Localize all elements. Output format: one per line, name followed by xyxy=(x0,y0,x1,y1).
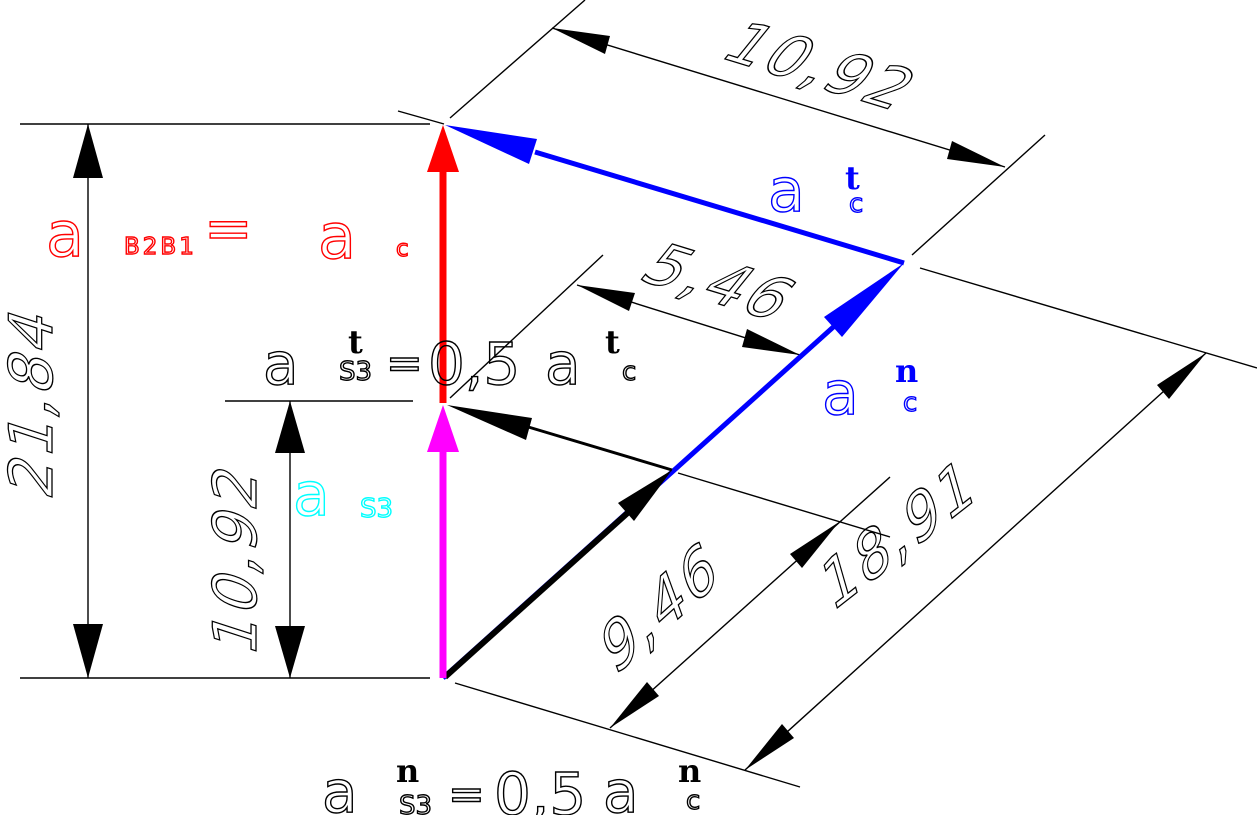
label-a2: a xyxy=(603,758,639,815)
label-a2: a xyxy=(545,330,581,398)
arrowhead-down-icon xyxy=(275,626,305,678)
label-sub: B2B1 xyxy=(124,234,197,260)
label-sub2: c xyxy=(686,786,700,815)
label-a: a xyxy=(46,198,84,271)
dim-text: 10,92 xyxy=(200,454,270,664)
label-sub: S3 xyxy=(399,791,432,815)
arrowhead-down-icon xyxy=(73,624,103,678)
label-c-tangential: a t c xyxy=(767,155,864,226)
dim-text: 18,91 xyxy=(815,440,983,628)
label-sub: c xyxy=(903,388,917,418)
label-a: a xyxy=(293,460,330,530)
label-equals: = xyxy=(448,769,485,815)
label-c-normal: a n c xyxy=(821,352,918,430)
ext-line-c-stub xyxy=(397,110,445,125)
ext-line-s3-oblique xyxy=(449,254,604,399)
vector-anc-arrowhead-icon xyxy=(824,263,904,337)
dim-total-vertical: 21,84 xyxy=(0,124,103,678)
dim-half-vertical: 10,92 xyxy=(200,401,305,678)
label-a: a xyxy=(263,330,299,398)
label-coef: 0,5 xyxy=(494,760,586,815)
label-sup: t xyxy=(845,159,860,197)
label-sub: c xyxy=(849,189,863,219)
label-s3-tangential: a t S3 = 0,5 a t c xyxy=(262,323,637,399)
arrowhead-upright-icon xyxy=(790,522,839,568)
dim-normal-full: 18,91 xyxy=(744,352,1207,771)
dim-text: 9,46 xyxy=(593,523,727,692)
label-sup2: t xyxy=(605,323,620,361)
label-a: a xyxy=(822,359,859,429)
vector-ats3-arrowhead-icon xyxy=(447,405,532,440)
label-s3: a S3 xyxy=(292,459,393,530)
label-sub: S3 xyxy=(360,494,393,524)
arrowhead-upleft-icon xyxy=(552,28,610,54)
dim-line xyxy=(551,27,1006,168)
arrowhead-downright-icon xyxy=(742,329,800,355)
vector-ats3-shaft xyxy=(524,424,673,472)
vectors xyxy=(427,125,905,680)
label-a: a xyxy=(768,156,805,226)
arrowhead-upleft-icon xyxy=(577,285,635,311)
ext-line-c-oblique xyxy=(449,0,586,119)
arrowhead-downleft-icon xyxy=(745,724,794,770)
vector-atc-arrowhead-icon xyxy=(445,125,537,164)
dim-text: 21,84 xyxy=(0,297,67,507)
dim-text: 5,46 xyxy=(627,232,814,333)
arrowhead-downright-icon xyxy=(947,141,1005,167)
arrowhead-upright-icon xyxy=(1157,353,1206,399)
ext-line-n-upper xyxy=(911,134,1046,256)
ext-line-pole-oblique xyxy=(454,682,801,788)
label-coef: 0,5 xyxy=(428,330,520,398)
label-s3-normal: a n S3 = 0,5 a n c xyxy=(321,752,701,815)
ext-line-mid-oblique xyxy=(677,472,891,538)
label-equals: = xyxy=(386,338,423,389)
label-sup: t xyxy=(348,323,363,361)
arrowhead-up-icon xyxy=(275,401,305,453)
arrowhead-up-icon xyxy=(73,124,103,178)
vector-as3-arrowhead-icon xyxy=(427,405,459,452)
dim-text: 10,92 xyxy=(708,10,934,123)
dim-line xyxy=(744,352,1207,771)
label-sup: n xyxy=(895,352,918,390)
vector-ac-arrowhead-icon xyxy=(427,125,459,172)
dim-tangential-full: 10,92 xyxy=(551,9,1006,168)
label-sub2: c xyxy=(396,236,409,262)
ext-line-n-lower xyxy=(919,267,1257,369)
vector-ans3-arrowhead-icon xyxy=(618,470,672,521)
label-sup2: n xyxy=(678,752,701,790)
vector-atc-shaft xyxy=(534,149,905,266)
label-sup: n xyxy=(396,752,419,790)
label-equals: = xyxy=(204,194,253,262)
vector-ans3-shaft xyxy=(442,506,635,680)
label-sub: S3 xyxy=(339,357,372,387)
dim-line xyxy=(609,476,891,729)
arrowhead-downleft-icon xyxy=(610,682,659,728)
label-a2: a xyxy=(318,200,356,273)
label-a: a xyxy=(322,758,358,815)
label-relative-acceleration: a B2B1 = a c xyxy=(45,193,409,273)
label-sub2: c xyxy=(622,357,636,387)
